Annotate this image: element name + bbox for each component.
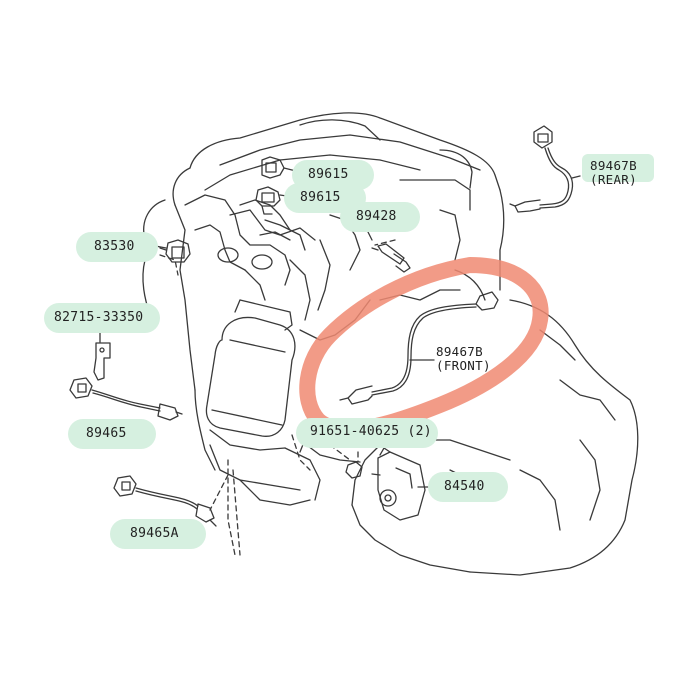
sensor-89428 xyxy=(371,243,411,273)
label-89428-bg xyxy=(340,202,420,232)
nut-91651 xyxy=(345,461,363,479)
sensor-83530 xyxy=(159,239,191,263)
label-91651-bg xyxy=(296,418,438,448)
switch-84540 xyxy=(371,447,426,521)
label-89465-bg xyxy=(68,419,156,449)
label-89465[interactable]: 89465 xyxy=(86,426,127,441)
bracket-82715 xyxy=(93,327,111,381)
label-91651[interactable]: 91651-40625 (2) xyxy=(310,424,432,439)
label-89615-bottom[interactable]: 89615 xyxy=(300,190,341,205)
label-89467b-front-position: (FRONT) xyxy=(436,358,491,373)
sensor-89465a xyxy=(113,475,217,527)
label-82715[interactable]: 82715-33350 xyxy=(54,310,144,325)
label-89467b-rear-bg xyxy=(582,154,654,182)
dashed-leaders xyxy=(159,239,396,556)
highlight-annotation xyxy=(299,257,549,438)
sensor-89467b-rear xyxy=(509,125,574,213)
label-83530-bg xyxy=(76,232,158,262)
label-84540[interactable]: 84540 xyxy=(444,479,485,494)
label-89465a-bg xyxy=(110,519,206,549)
transmission-outline xyxy=(351,299,639,576)
label-89465a[interactable]: 89465A xyxy=(130,526,179,541)
label-89467b-rear-position: (REAR) xyxy=(590,172,637,187)
exhaust-manifold xyxy=(184,194,306,301)
label-83530[interactable]: 83530 xyxy=(94,239,135,254)
label-82715-bg xyxy=(44,303,160,333)
label-84540-bg xyxy=(428,472,508,502)
label-89467b-front-number[interactable]: 89467B xyxy=(436,344,483,359)
label-89615-top[interactable]: 89615 xyxy=(308,167,349,182)
label-89467b-rear-number[interactable]: 89467B xyxy=(590,158,637,173)
sensor-89465 xyxy=(69,377,183,421)
sensor-89467b-front xyxy=(339,291,499,405)
label-89428[interactable]: 89428 xyxy=(356,209,397,224)
